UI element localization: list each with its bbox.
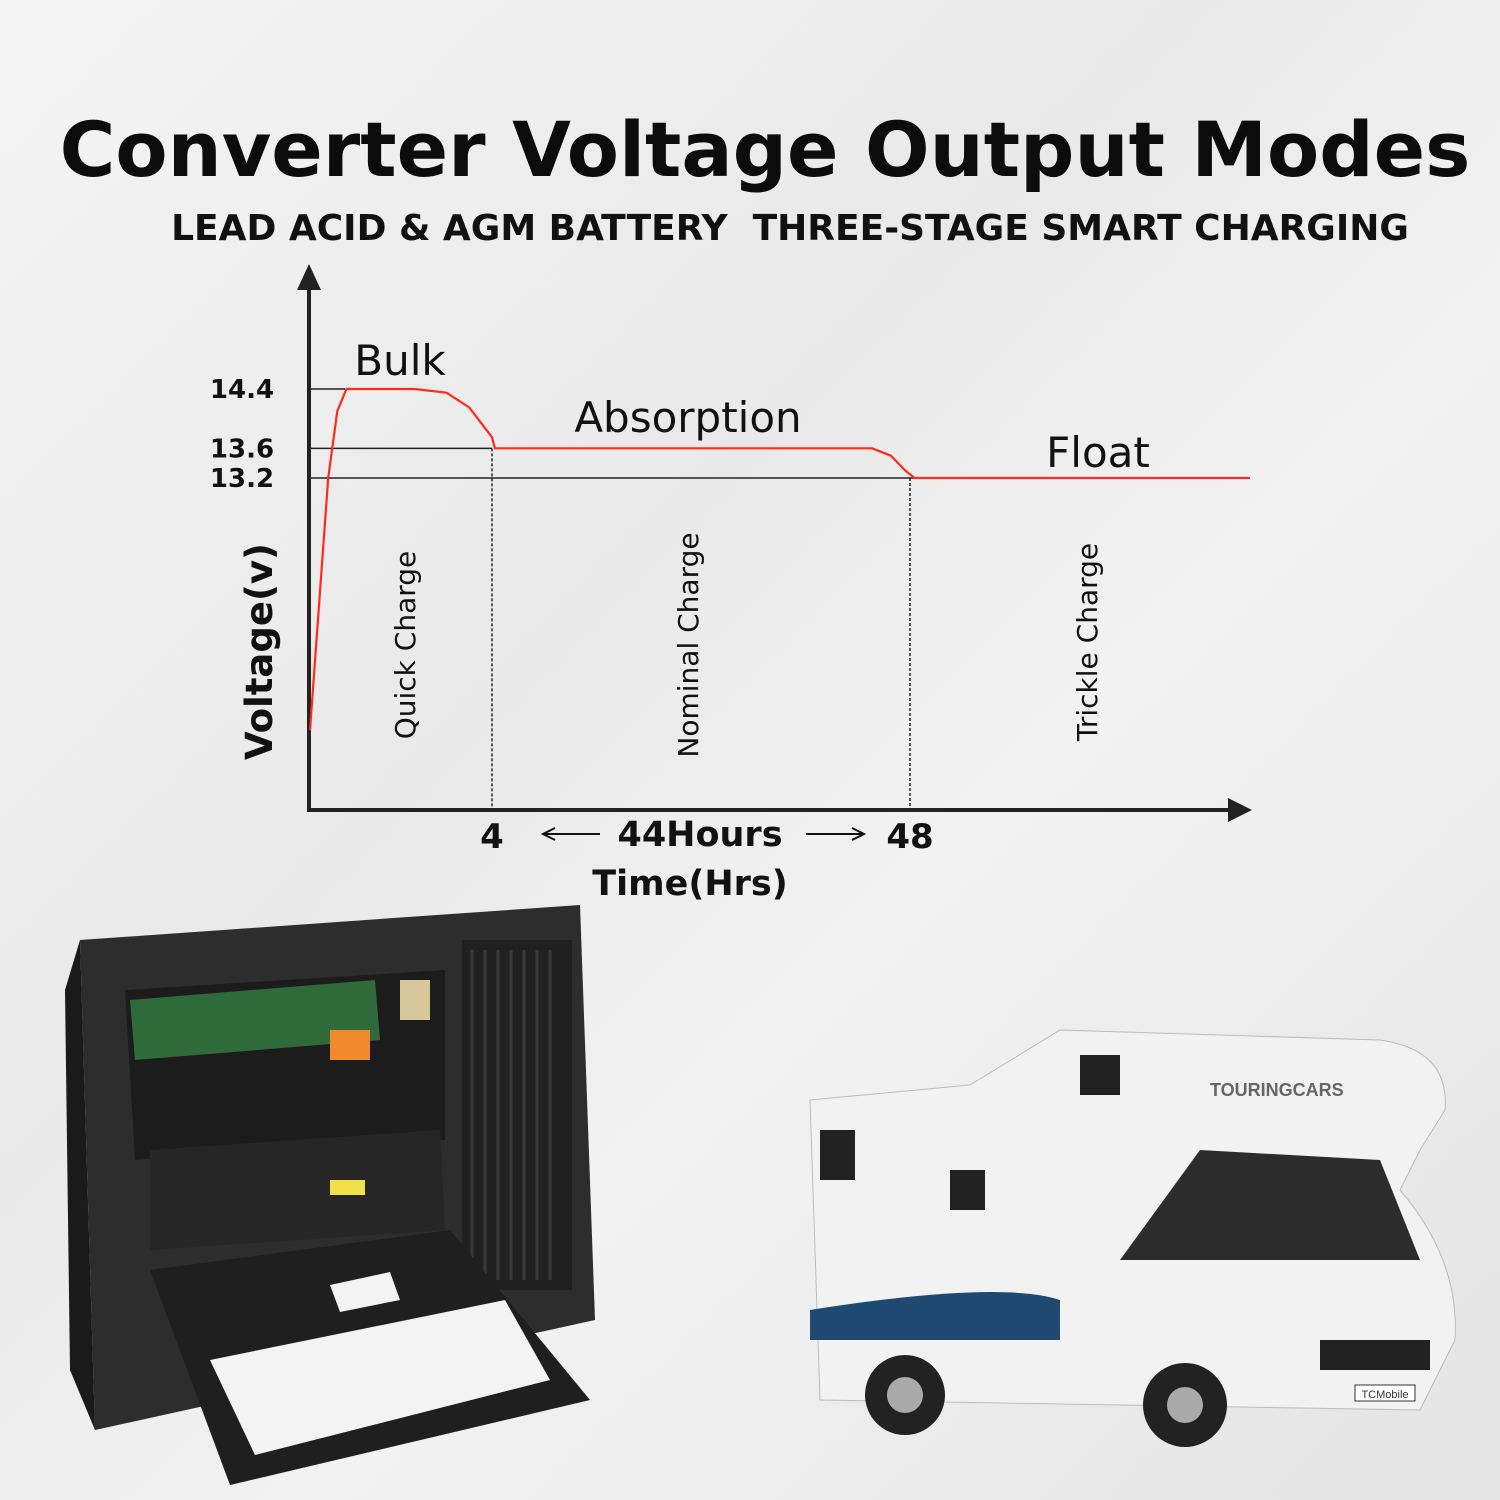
stage-mode-label: Trickle Charge (1071, 543, 1104, 742)
stage-mode-label: Quick Charge (389, 551, 422, 740)
stage-mode-label: Nominal Charge (672, 532, 705, 757)
x-axis-arrow (1228, 798, 1252, 822)
page-subtitle: LEAD ACID & AGM BATTERY THREE-STAGE SMAR… (171, 208, 1409, 249)
duration-label: 44Hours (617, 815, 782, 855)
converter-panel-image (65, 905, 595, 1485)
stage-name-label: Bulk (354, 336, 446, 385)
rv-plate: TCMobile (1361, 1389, 1408, 1401)
x-axis-label: Time(Hrs) (592, 864, 787, 904)
y-tick-label: 14.4 (210, 375, 274, 405)
stage-name-label: Float (1046, 428, 1150, 477)
page-title: Converter Voltage Output Modes (59, 105, 1471, 194)
y-tick-label: 13.2 (210, 464, 274, 494)
rv-brand-logo: TOURINGCARS (1210, 1080, 1344, 1100)
y-tick-label: 13.6 (210, 434, 274, 464)
x-tick-label: 48 (886, 817, 933, 857)
rv-image: TOURINGCARS TCMobile (809, 1029, 1456, 1447)
y-axis-arrow (297, 264, 321, 290)
series-line (308, 387, 1250, 731)
x-tick-label: 4 (480, 817, 504, 857)
stage-name-label: Absorption (574, 393, 801, 442)
y-axis-label: Voltage(v) (238, 543, 281, 760)
